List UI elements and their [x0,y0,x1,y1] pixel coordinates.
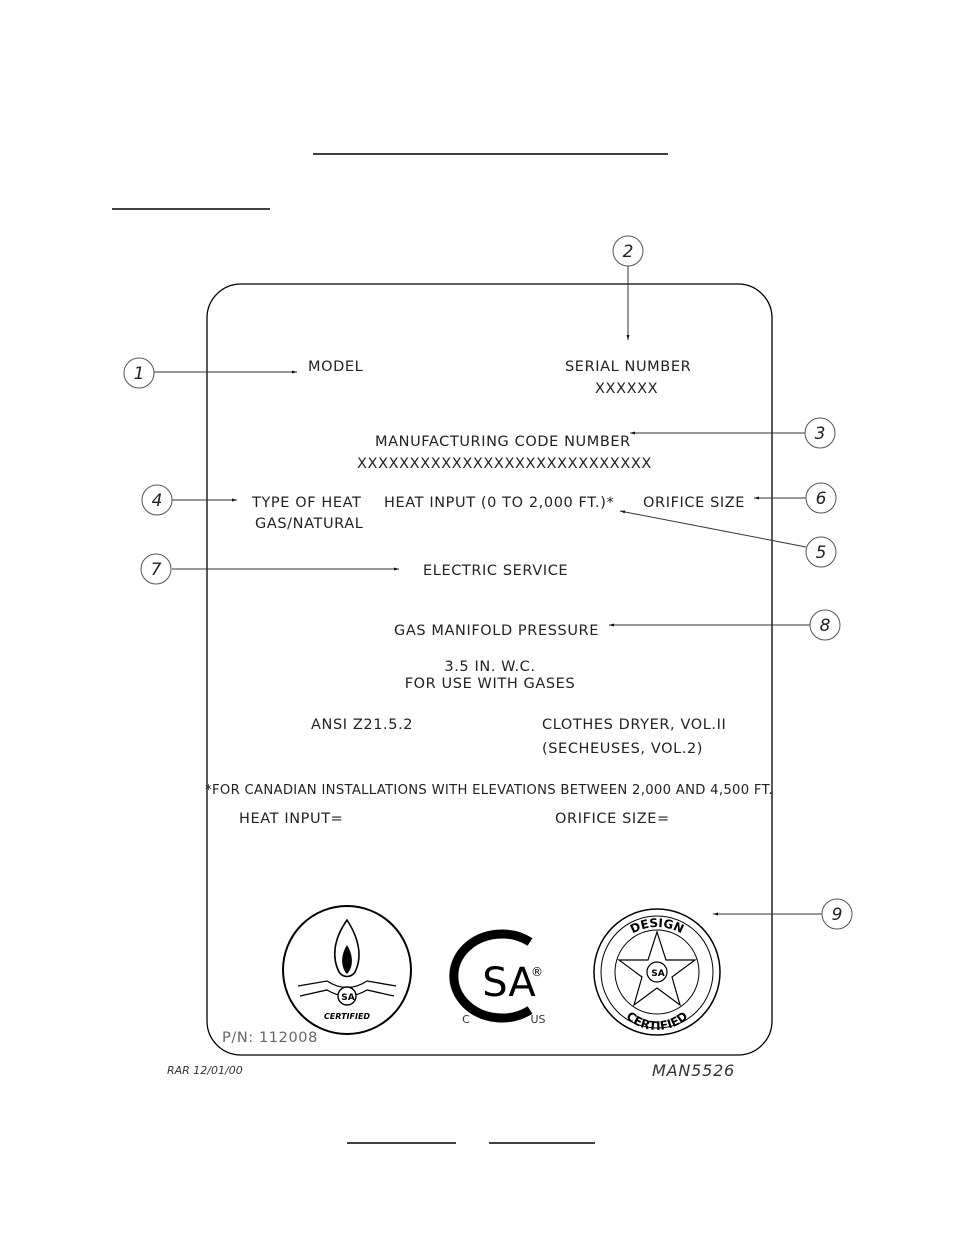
type-of-heat-label: TYPE OF HEAT [251,495,362,511]
callout-balloon-3 [804,417,836,449]
callout-number-6: 6 [816,489,827,509]
ansi-standard-label: ANSI Z21.5.2 [311,717,413,733]
callout-balloon-8 [809,609,841,641]
csa-letters: SA [482,960,536,1006]
design-badge-top-text: DESIGN [628,916,686,936]
design-badge-bottom-text: CERTIFIED [624,1009,691,1033]
callout-number-2: 2 [623,242,634,262]
canadian-installation-note: *FOR CANADIAN INSTALLATIONS WITH ELEVATI… [205,783,773,798]
electric-service-label: ELECTRIC SERVICE [423,563,568,579]
orifice-size-equals: ORIFICE SIZE= [555,811,670,827]
serial-number-value: XXXXXX [595,381,658,397]
manufacturing-code-value: XXXXXXXXXXXXXXXXXXXXXXXXXXXX [357,456,652,472]
callout-number-7: 7 [151,560,162,580]
flame-icon [333,918,360,978]
orifice-size-label: ORIFICE SIZE [643,495,745,511]
callout-number-5: 5 [816,543,827,563]
csa-us-mark: US [530,1013,545,1026]
callout-balloon-2 [612,235,644,267]
model-label: MODEL [308,359,363,375]
callout-number-1: 1 [134,364,145,384]
rating-plate-outline [206,283,773,1056]
serial-number-label: SERIAL NUMBER [565,359,691,375]
heat-input-label: HEAT INPUT (0 TO 2,000 FT.)* [384,495,614,511]
design-certified-logo: SA DESIGN CERTIFIED [593,908,721,1036]
csa-registered-mark: ® [531,965,543,979]
callout-balloon-6 [805,482,837,514]
callout-number-9: 9 [832,905,843,925]
type-of-heat-value: GAS/NATURAL [255,516,363,532]
flame-badge-certified-text: CERTIFIED [324,1012,370,1021]
pressure-value: 3.5 IN. W.C. [444,659,535,675]
part-number: P/N: 112008 [222,1030,318,1046]
callout-balloon-1 [123,357,155,389]
gases-label: FOR USE WITH GASES [405,676,576,692]
star-icon [617,930,697,1007]
gas-manifold-pressure-label: GAS MANIFOLD PRESSURE [394,623,599,639]
design-badge-inner-text: SA [651,969,664,979]
callout-balloon-5 [805,536,837,568]
leader-line-5 [619,510,807,548]
drawing-number: MAN5526 [652,1061,735,1080]
flame-badge-inner-text: SA [341,993,354,1003]
callout-number-4: 4 [152,491,163,511]
flame-certified-logo: SA CERTIFIED [282,905,412,1035]
callout-balloon-4 [141,484,173,516]
callout-number-3: 3 [815,424,826,444]
csa-logo: SA ® C US [449,929,546,1026]
secheuses-label: (SECHEUSES, VOL.2) [542,741,703,757]
drafter-date: RAR 12/01/00 [167,1064,243,1077]
heat-input-equals: HEAT INPUT= [239,811,343,827]
callout-balloon-7 [140,553,172,585]
csa-c-mark: C [462,1013,470,1026]
clothes-dryer-label: CLOTHES DRYER, VOL.II [542,717,726,733]
manufacturing-code-label: MANUFACTURING CODE NUMBER [375,434,631,450]
callout-balloon-9 [821,898,853,930]
callout-number-8: 8 [820,616,831,636]
